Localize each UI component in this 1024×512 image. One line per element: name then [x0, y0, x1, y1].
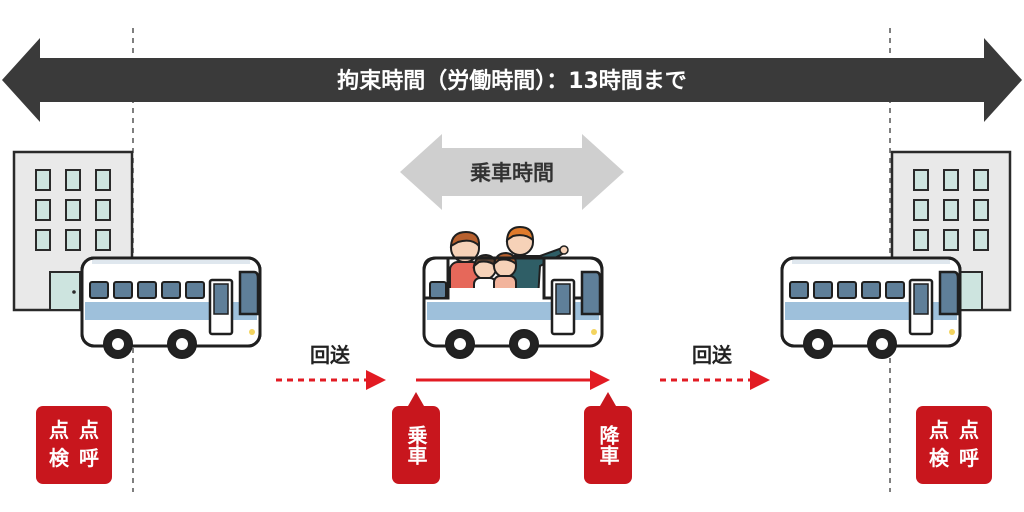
check-badge-left-char-2: 点 [79, 418, 99, 442]
boarding-badge-label: 乗車 [404, 425, 428, 465]
check-badge-left-char-3: 検 [49, 446, 69, 470]
bus-middle [422, 256, 604, 359]
deadhead-label-right: 回送 [692, 343, 733, 367]
alighting-badge-label: 降車 [596, 425, 620, 465]
binding-time-arrow [2, 38, 1022, 122]
deadhead-label-left: 回送 [310, 343, 351, 367]
check-badge-right-char-2: 点 [959, 418, 979, 442]
office-building-left [12, 150, 134, 312]
ride-arrowhead [590, 370, 610, 390]
bus-left [80, 256, 262, 360]
check-badge-right-char-3: 検 [929, 446, 949, 470]
bus-right [780, 256, 962, 360]
ride-time-label: 乗車時間 [470, 161, 554, 185]
ride-time-arrow [400, 134, 624, 210]
binding-time-label: 拘束時間（労働時間）：13時間まで [337, 68, 687, 94]
check-badge-left: 点 点 検 呼 [36, 406, 112, 484]
check-badge-right-char-1: 点 [929, 418, 949, 442]
alighting-badge-pointer [600, 392, 616, 406]
boarding-badge: 乗車 [392, 406, 440, 484]
deadhead-arrowhead-left [366, 370, 386, 390]
deadhead-arrowhead-right [750, 370, 770, 390]
check-badge-right-char-4: 呼 [959, 446, 979, 470]
boarding-badge-pointer [408, 392, 424, 406]
alighting-badge: 降車 [584, 406, 632, 484]
check-badge-right: 点 点 検 呼 [916, 406, 992, 484]
check-badge-left-char-4: 呼 [79, 446, 99, 470]
check-badge-left-char-1: 点 [49, 418, 69, 442]
